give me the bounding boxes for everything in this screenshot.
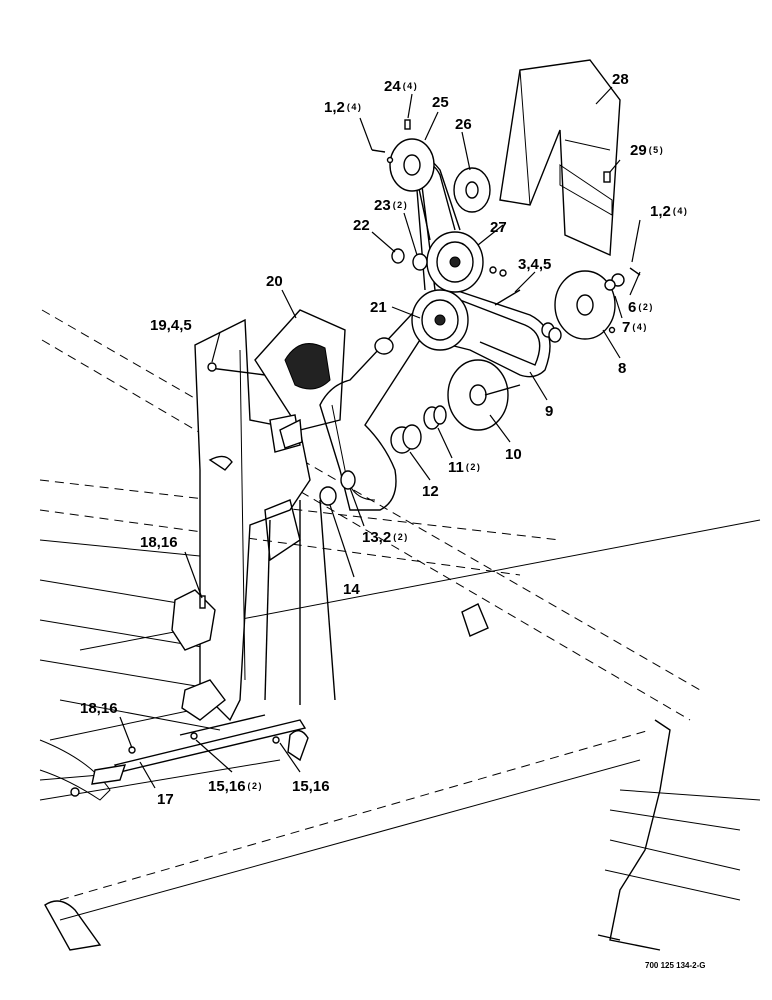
callout-22: 22 (353, 217, 370, 234)
mount-plate-20 (254, 309, 346, 431)
callout-labels: 28 24(4) 25 1,2(4) 26 29(5) 23(2) 22 27 … (80, 71, 706, 970)
belt-9 (449, 289, 551, 378)
callout-10: 10 (505, 446, 522, 463)
right-shield (597, 719, 761, 951)
callout-15-16-a: 15,16(2) (208, 778, 263, 795)
callout-18-16-upper: 18,16 (140, 534, 178, 551)
callout-20: 20 (266, 273, 283, 290)
callout-24: 24(4) (384, 78, 418, 95)
belt-guard-28 (499, 59, 621, 257)
callout-18-16-lower: 18,16 (80, 700, 118, 717)
callout-15-16-b: 15,16 (292, 778, 330, 795)
callout-1-2-right: 1,2(4) (650, 203, 688, 220)
callout-6: 6(2) (628, 299, 654, 316)
callout-13-2: 13,2(2) (362, 529, 409, 546)
callout-1-2-upper: 1,2(4) (324, 99, 362, 116)
hardware (207, 119, 641, 506)
callout-3-4-5: 3,4,5 (518, 256, 551, 273)
side-plate (194, 318, 311, 722)
linkage (70, 455, 489, 797)
callout-26: 26 (455, 116, 472, 133)
callout-11: 11(2) (448, 459, 481, 476)
callout-29: 29(5) (630, 142, 664, 159)
drawing-code: 700 125 134-2-G (645, 961, 706, 970)
callout-23: 23(2) (374, 197, 408, 214)
callout-14: 14 (343, 581, 360, 598)
callout-19-4-5: 19,4,5 (150, 317, 192, 334)
callout-28: 28 (612, 71, 629, 88)
callout-12: 12 (422, 483, 439, 500)
callout-17: 17 (157, 791, 174, 808)
callout-7: 7(4) (622, 319, 648, 336)
header-frame (39, 309, 761, 951)
callout-25: 25 (432, 94, 449, 111)
callout-21: 21 (370, 299, 387, 316)
callout-8: 8 (618, 360, 626, 377)
callout-27: 27 (490, 219, 507, 236)
leader-lines (119, 86, 641, 789)
callout-9: 9 (545, 403, 553, 420)
